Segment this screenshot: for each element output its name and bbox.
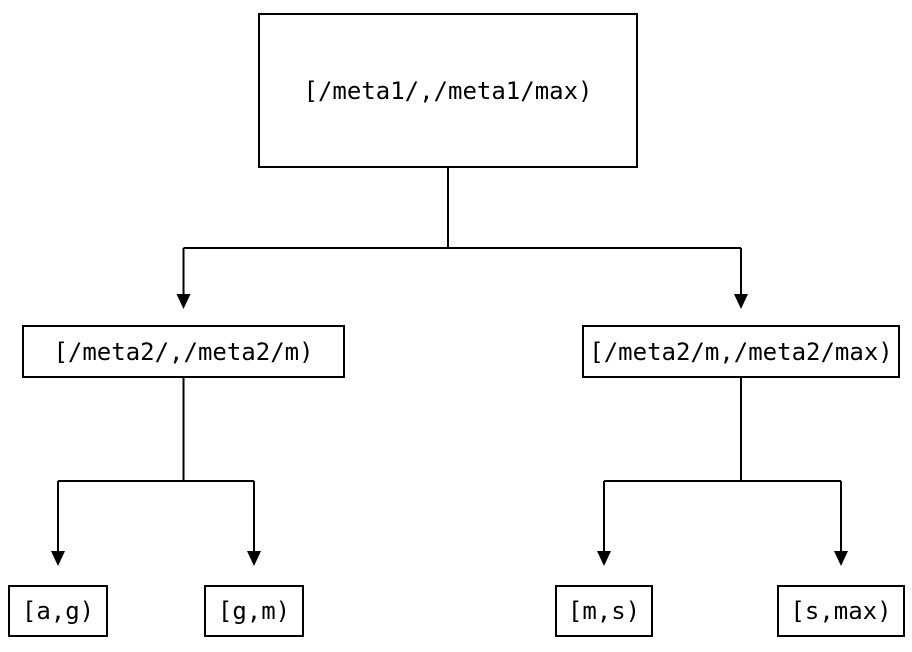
- arrow-down-icon: [597, 551, 611, 566]
- node-leaf-s-max: [s,max): [777, 585, 905, 637]
- connector-root-to-children: [176, 168, 748, 309]
- arrow-down-icon: [247, 551, 261, 566]
- connector-line: [182, 168, 742, 295]
- arrow-down-icon: [734, 294, 748, 309]
- node-root-interval: [/meta1/,/meta1/max): [258, 13, 638, 168]
- connector-left-to-leaves: [51, 378, 261, 566]
- connector-line: [57, 378, 255, 552]
- node-left-interval: [/meta2/,/meta2/m): [22, 325, 345, 378]
- node-leaf-g-m: [g,m): [204, 585, 304, 637]
- node-leaf-m-s: [m,s): [555, 585, 653, 637]
- node-right-interval: [/meta2/m,/meta2/max): [582, 325, 900, 378]
- arrow-down-icon: [176, 294, 191, 309]
- arrow-down-icon: [834, 551, 848, 566]
- connector-line: [603, 378, 842, 552]
- node-leaf-a-g: [a,g): [8, 585, 108, 637]
- arrow-down-icon: [51, 551, 65, 566]
- connector-right-to-leaves: [597, 378, 848, 566]
